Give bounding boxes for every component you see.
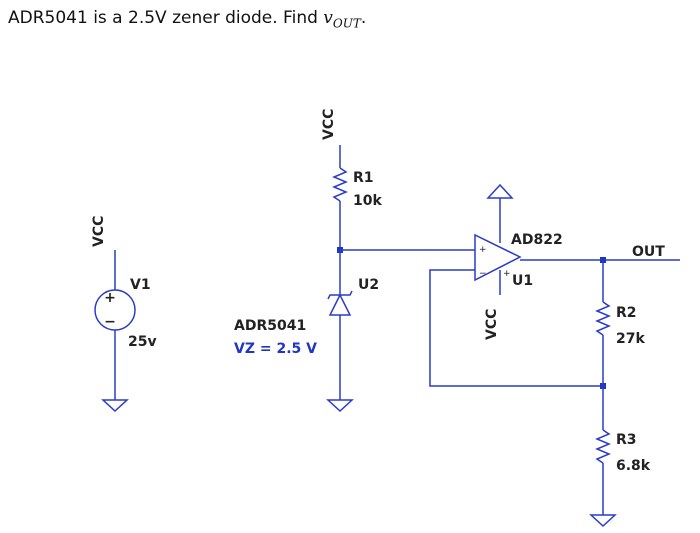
u2-name: U2: [358, 277, 379, 293]
u1-name: U1: [512, 273, 533, 289]
voltage-source-v1: + −: [94, 250, 136, 400]
diode-part-number: ADR5041: [234, 318, 306, 334]
supply-pin-sign: +: [503, 269, 511, 279]
diode-zener-voltage: VZ = 2.5 V: [234, 341, 317, 357]
r3-value: 6.8k: [616, 458, 651, 474]
feedback-wire: [429, 269, 603, 387]
resistor-r2: [595, 260, 611, 386]
ground-symbol-u2: [326, 399, 354, 413]
r1-name: R1: [353, 170, 374, 186]
r3-name: R3: [616, 432, 637, 448]
v1-value: 25v: [128, 334, 157, 350]
vcc-label-left: VCC: [91, 216, 107, 247]
r2-name: R2: [616, 305, 637, 321]
zener-diode-u2: [327, 250, 353, 400]
r1-value: 10k: [353, 193, 382, 209]
question-prefix: ADR5041 is a 2.5V zener diode. Find: [8, 8, 324, 28]
source-plus-sign: +: [104, 290, 116, 306]
vcc-label-opamp: VCC: [484, 309, 500, 340]
source-minus-sign: −: [104, 314, 116, 330]
r2-value: 27k: [616, 331, 645, 347]
inverting-pin-sign: −: [479, 269, 487, 279]
vcc-label-top: VCC: [321, 109, 337, 140]
opamp-part-number: AD822: [511, 232, 563, 248]
noninverting-pin-sign: +: [479, 245, 487, 255]
ground-symbol-v1: [101, 399, 129, 413]
v1-name: V1: [130, 277, 151, 293]
question-text: ADR5041 is a 2.5V zener diode. Find vOUT…: [8, 8, 366, 30]
resistor-r1: [332, 145, 348, 250]
ground-symbol-r3: [589, 514, 617, 528]
question-period: .: [360, 8, 367, 28]
out-label: OUT: [632, 244, 665, 260]
resistor-r3: [595, 386, 611, 515]
vout-variable: vOUT: [323, 8, 361, 31]
opamp-u1: [474, 183, 522, 295]
